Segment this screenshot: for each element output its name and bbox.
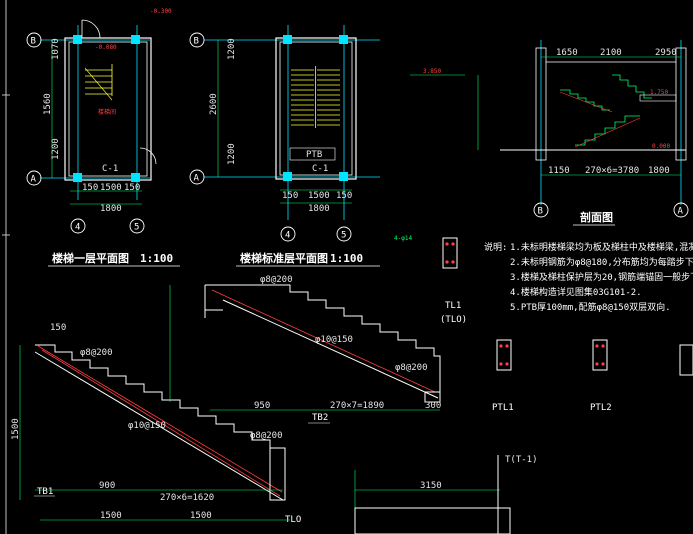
plan-left-dim-h4: 1800 xyxy=(100,204,122,214)
section-level-right: 1.750 xyxy=(650,89,668,96)
detail-ptl2: PTL2 xyxy=(590,403,612,413)
title-typical-floor: 楼梯标准层平面图 xyxy=(240,251,328,265)
tb1-rebar-1: φ8@200 xyxy=(80,348,113,358)
detail-ptl1: PTL1 xyxy=(492,403,514,413)
section-dim-bot2: 270×6=3780 xyxy=(585,166,639,176)
bottom-dim-3: 3150 xyxy=(420,481,442,491)
tb2-label: TB2 xyxy=(312,413,328,423)
section-dim-top3: 2950 xyxy=(655,48,677,58)
plan-middle-ptb: PTB xyxy=(306,150,322,160)
tb1-rebar-3: φ8@200 xyxy=(250,431,283,441)
section-view: 3.850 1.750 0.000 1650 2100 2950 1150 27… xyxy=(410,40,689,226)
plan-left-dim-h3: 150 xyxy=(124,183,140,193)
bottom-detail: T(T-1) 3150 1500 1500 xyxy=(40,455,538,534)
plan-left-axis-a: A xyxy=(31,175,37,185)
plan-middle: PTB C-1 1200 2600 1200 150 1500 150 1800… xyxy=(189,25,380,242)
section-dim-bot1: 1150 xyxy=(548,166,570,176)
plan-left: -0.080 -0.300 楼梯间 C-1 1070 1560 1200 150… xyxy=(26,8,172,234)
notes-item-1: 1.未标明楼梯梁均为板及梯柱中及楼梯梁,混凝土强度等级为C25 xyxy=(510,241,693,253)
detail-rebar-mark: 4-φ14 xyxy=(394,235,412,242)
plan-left-dim-h2: 1500 xyxy=(100,183,122,193)
section-level-bottom: 0.000 xyxy=(652,143,670,150)
plan-left-dim-v2: 1560 xyxy=(43,93,53,115)
tb1-dim-h1: 900 xyxy=(99,481,115,491)
detail-tlo: (TLO) xyxy=(440,315,467,325)
tb2-dim-h1: 950 xyxy=(254,401,270,411)
section-title: 剖面图 xyxy=(580,210,613,224)
tb1-rebar-2: φ10@150 xyxy=(128,421,166,431)
notes-item-5: 5.PTB厚100mm,配筋φ8@150双层双向. xyxy=(510,301,671,313)
bottom-dim-1: 1500 xyxy=(100,511,122,521)
title-typical-scale: 1:100 xyxy=(330,252,363,265)
section-dim-top2: 2100 xyxy=(600,48,622,58)
plan-middle-dim-v1: 1200 xyxy=(227,38,237,60)
left-ruler xyxy=(2,0,10,534)
plan-left-tag-top: -0.080 xyxy=(95,44,117,51)
tb1-label: TB1 xyxy=(37,487,53,497)
tb1-dim-h2: 270×6=1620 xyxy=(160,493,214,503)
plan-middle-dim-h4: 1800 xyxy=(308,204,330,214)
beam-details: 4-φ14 TL1 (TLO) PTL1 PTL2 xyxy=(394,235,693,413)
plan-left-dim-v3: 1200 xyxy=(51,138,61,160)
tb1-tlo: TLO xyxy=(285,515,301,525)
title-first-scale: 1:100 xyxy=(140,252,173,265)
plan-middle-c1: C-1 xyxy=(312,164,328,174)
tb2-dim-h3: 300 xyxy=(425,401,441,411)
plan-middle-axis-a: A xyxy=(194,174,200,184)
section-axis-a: A xyxy=(678,207,684,217)
plan-middle-dim-h2: 1500 xyxy=(308,191,330,201)
tb1-dim-h3: 150 xyxy=(50,323,66,333)
plan-middle-dim-h1: 150 xyxy=(282,191,298,201)
detail-tl1: TL1 xyxy=(445,301,461,311)
tb1-dim-v: 1500 xyxy=(11,418,21,440)
tb2-rebar-2: φ10@150 xyxy=(315,335,353,345)
tb2-rebar-3: φ8@200 xyxy=(395,363,428,373)
plan-left-level: -0.300 xyxy=(150,8,172,15)
plan-middle-axis-4: 4 xyxy=(285,231,290,241)
plan-middle-dim-h3: 150 xyxy=(336,191,352,201)
plan-middle-dim-v3: 1200 xyxy=(227,143,237,165)
section-dim-top1: 1650 xyxy=(556,48,578,58)
tb2-dim-h2: 270×7=1890 xyxy=(330,401,384,411)
plan-left-dim-h1: 150 xyxy=(82,183,98,193)
section-axis-b: B xyxy=(538,207,543,217)
title-first-floor: 楼梯一层平面图 xyxy=(52,251,129,265)
plan-middle-dim-v2: 2600 xyxy=(209,93,219,115)
notes-item-2: 2.未标明钢筋为φ8@180,分布筋均为每踏步下设置1根φ6 xyxy=(510,256,693,268)
plan-left-axis-4: 4 xyxy=(75,223,80,233)
plan-left-room: 楼梯间 xyxy=(98,108,116,116)
bottom-mark: T(T-1) xyxy=(505,455,538,465)
notes-item-3: 3.楼梯及梯柱保护层为20,钢筋端锚固一般步下设置2根φ8 xyxy=(510,271,693,283)
plan-middle-axis-5: 5 xyxy=(341,231,346,241)
plan-titles: 楼梯一层平面图 1:100 楼梯标准层平面图 1:100 xyxy=(48,251,380,267)
section-level-left: 3.850 xyxy=(423,68,441,75)
plan-left-axis-5: 5 xyxy=(134,223,139,233)
plan-left-dim-v1: 1070 xyxy=(51,38,61,60)
bottom-dim-2: 1500 xyxy=(190,511,212,521)
tb2-rebar-1: φ8@200 xyxy=(260,275,293,285)
plan-middle-axis-b: B xyxy=(194,37,199,47)
stair-detail-tb2: 950 270×7=1890 300 φ8@200 φ10@150 φ8@200… xyxy=(169,275,441,424)
plan-left-c1: C-1 xyxy=(102,164,118,174)
section-dim-bot3: 1800 xyxy=(648,166,670,176)
notes-item-4: 4.楼梯构造详见图集03G101-2. xyxy=(510,286,642,298)
general-notes: 说明: 1.未标明楼梯梁均为板及梯柱中及楼梯梁,混凝土强度等级为C25 2.未标… xyxy=(484,241,693,313)
stair-detail-tb1: 1500 900 270×6=1620 150 φ8@200 φ10@150 φ… xyxy=(11,323,301,525)
plan-left-axis-b: B xyxy=(31,37,36,47)
notes-heading: 说明: xyxy=(484,241,507,253)
